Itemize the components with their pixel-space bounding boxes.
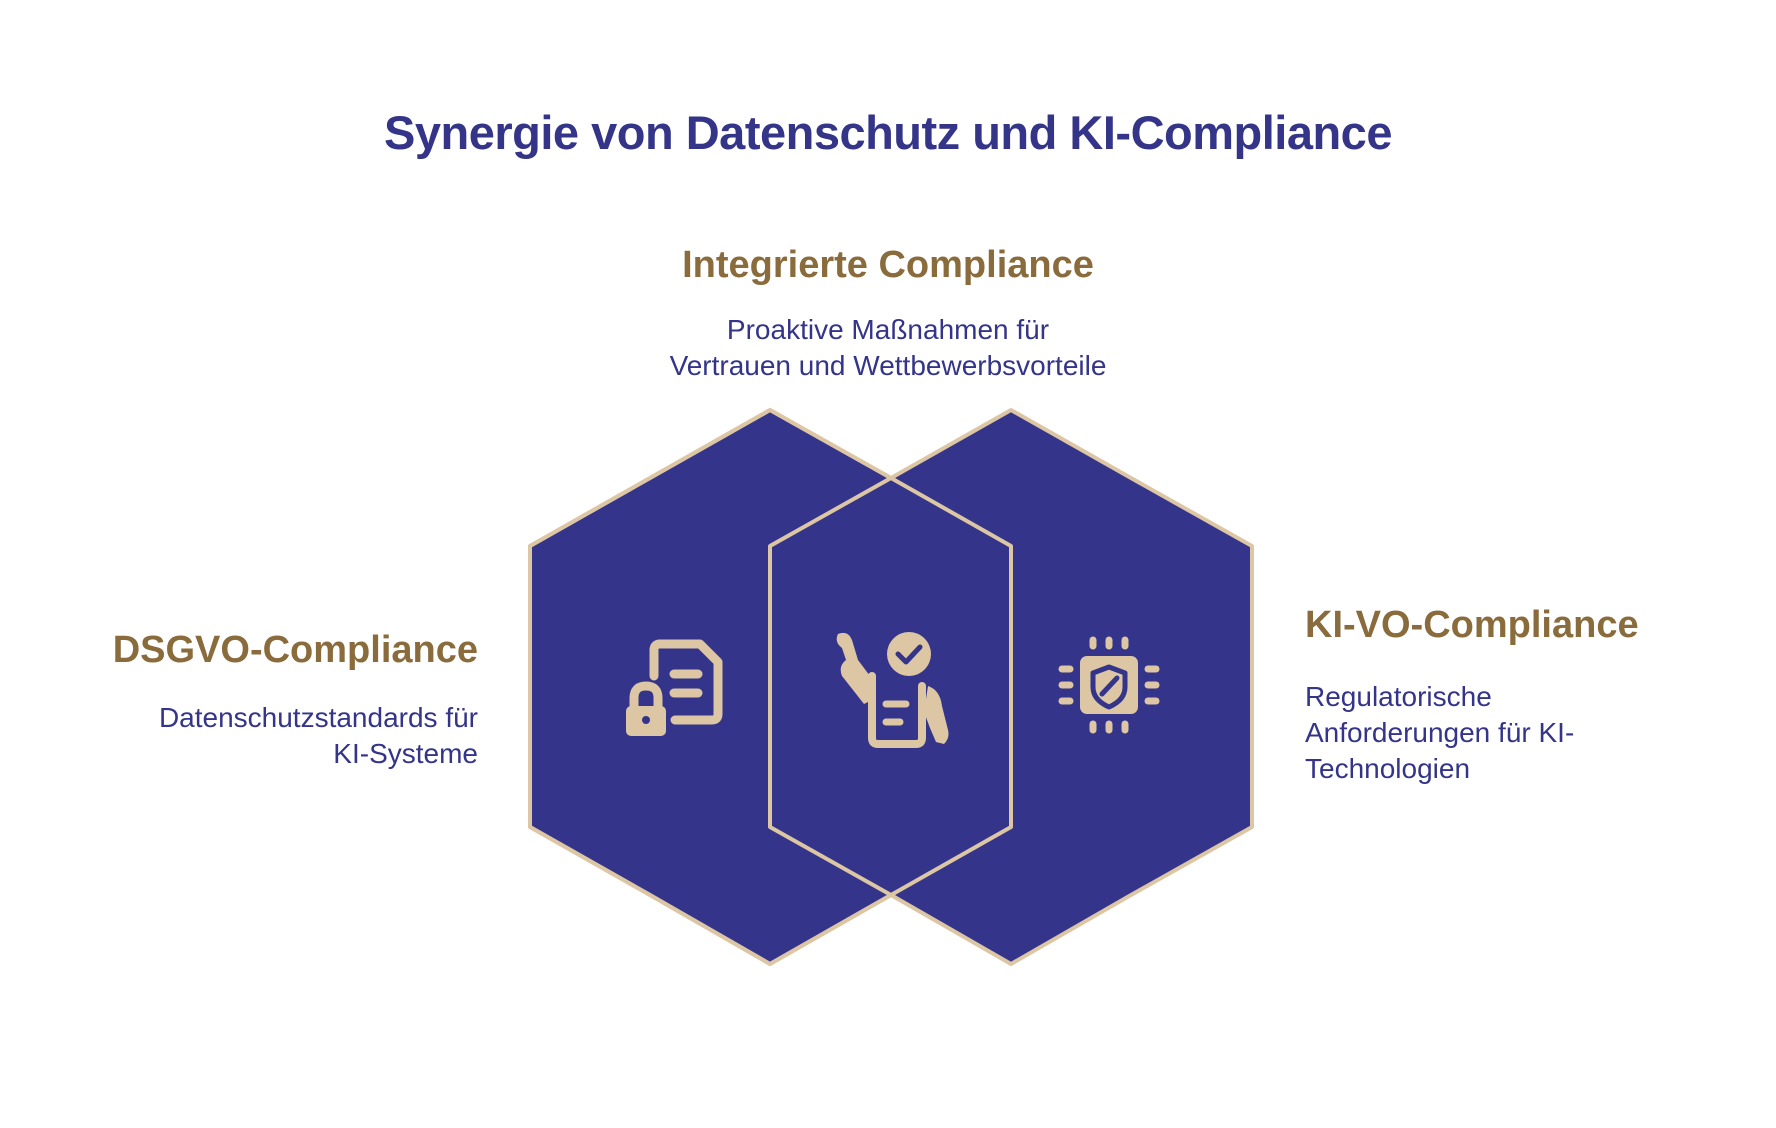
integrated-compliance-description: Proaktive Maßnahmen für Vertrauen und We… bbox=[0, 312, 1776, 384]
description-line: Vertrauen und Wettbewerbsvorteile bbox=[669, 350, 1107, 381]
dsgvo-compliance-description: Datenschutzstandards für KI-Systeme bbox=[159, 700, 478, 772]
left-hexagon-outline bbox=[528, 408, 1013, 966]
chip-shield-icon bbox=[1058, 636, 1160, 734]
description-line: Proaktive Maßnahmen für bbox=[726, 314, 1050, 345]
integrated-compliance-heading: Integrierte Compliance bbox=[682, 244, 1094, 286]
locked-document-icon bbox=[626, 639, 723, 736]
page-title: Synergie von Datenschutz und KI-Complian… bbox=[384, 106, 1392, 159]
description-line: Anforderungen für KI- bbox=[1305, 717, 1575, 748]
description-line: Regulatorische bbox=[1305, 681, 1492, 712]
ki-vo-compliance-description: Regulatorische Anforderungen für KI- Tec… bbox=[1305, 679, 1574, 787]
description-line: Datenschutzstandards für bbox=[158, 702, 478, 733]
approved-document-hands-icon bbox=[836, 632, 949, 748]
description-line: Technologien bbox=[1305, 753, 1471, 784]
ki-vo-compliance-heading: KI-VO-Compliance bbox=[1305, 604, 1639, 646]
description-line: KI-Systeme bbox=[333, 738, 478, 769]
dsgvo-compliance-heading: DSGVO-Compliance bbox=[112, 629, 478, 671]
